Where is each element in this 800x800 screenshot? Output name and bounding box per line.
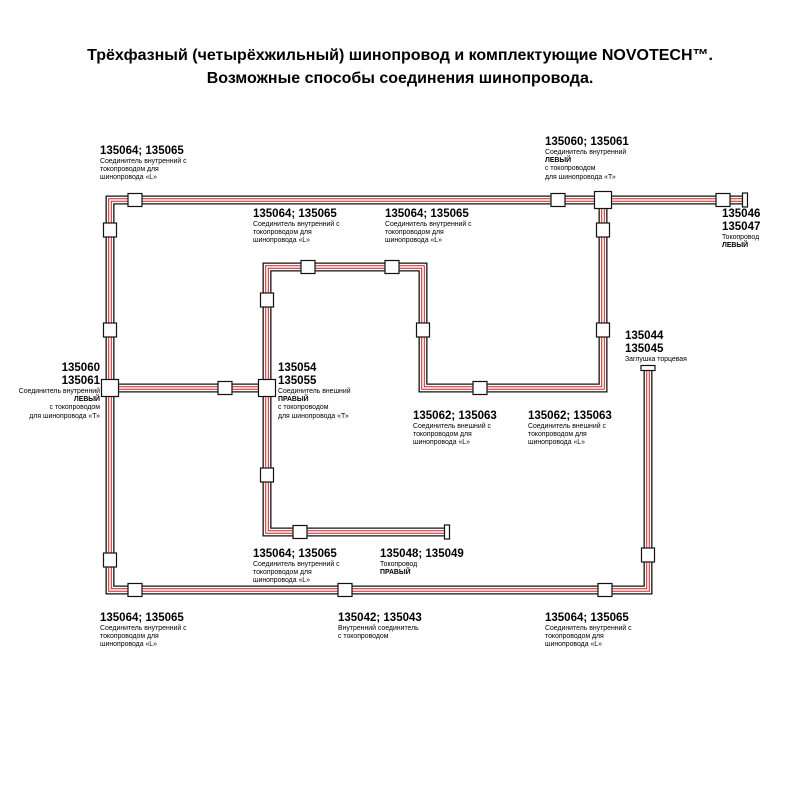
connector-box (259, 467, 275, 483)
connector-box (595, 322, 611, 338)
connector-box (127, 582, 143, 598)
connector-box (597, 582, 613, 598)
t-junction-box (593, 190, 613, 210)
connector-box (102, 222, 118, 238)
connector-box (715, 192, 731, 208)
track-outer-loop-layer-3 (109, 199, 745, 591)
track-inner-staircase-layer-3 (266, 200, 604, 533)
title-line-1: Трёхфазный (четырёхжильный) шинопровод и… (87, 47, 713, 64)
t-junction-box (100, 378, 120, 398)
connector-box (415, 322, 431, 338)
title-line-2: Возможные способы соединения шинопровода… (206, 70, 594, 87)
end-cap-plate (443, 524, 451, 540)
track-inner-staircase-layer-0 (262, 200, 608, 537)
track-inner-staircase-layer-1 (263, 200, 607, 536)
connector-box (472, 380, 488, 396)
connector-box (337, 582, 353, 598)
connector-box (550, 192, 566, 208)
connector-box (384, 259, 400, 275)
end-cap-plate (640, 364, 656, 372)
connector-box (102, 552, 118, 568)
connector-box (300, 259, 316, 275)
connector-box (217, 380, 233, 396)
connector-box (292, 524, 308, 540)
connector-box (640, 547, 656, 563)
connector-box (127, 192, 143, 208)
connector-box (102, 322, 118, 338)
page-title: Трёхфазный (четырёхжильный) шинопровод и… (0, 44, 800, 90)
t-junction-box (257, 378, 277, 398)
end-cap-plate (741, 192, 749, 208)
connector-box (259, 292, 275, 308)
connector-box (595, 222, 611, 238)
track-inner-staircase-layer-2 (265, 200, 605, 534)
